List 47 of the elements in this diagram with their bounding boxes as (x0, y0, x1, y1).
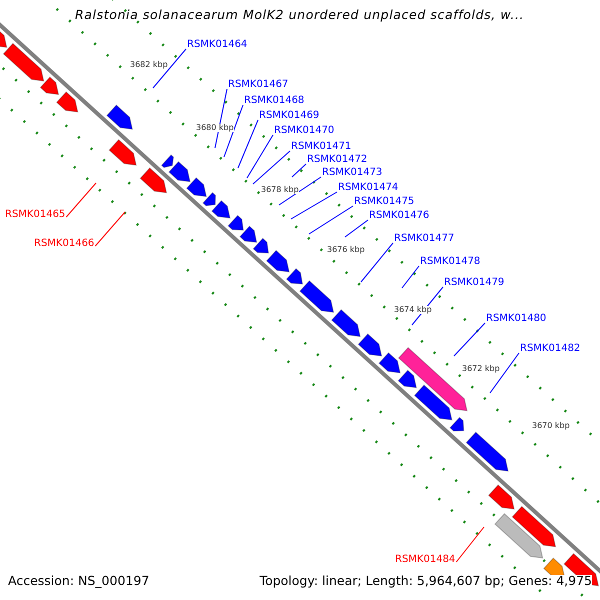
leader-line (224, 104, 244, 158)
leader-line (456, 526, 484, 562)
gene-label: RSMK01474 (338, 183, 398, 193)
gene-label: RSMK01475 (354, 197, 414, 207)
scale-label: 3672 kbp (462, 365, 500, 373)
leader-line (278, 176, 322, 206)
gene-label: RSMK01473 (322, 168, 382, 178)
gene-label: RSMK01476 (369, 211, 430, 221)
gene-label: RSMK01469 (259, 111, 320, 121)
leader-line (238, 120, 258, 168)
leader-line (360, 242, 394, 282)
gene-label: RSMK01465 (5, 210, 66, 220)
gene-label: RSMK01477 (394, 234, 454, 244)
leader-line (66, 182, 96, 218)
gene-label: RSMK01484 (395, 555, 456, 565)
leader-line (308, 206, 354, 234)
scale-label: 3670 kbp (532, 422, 570, 430)
leader-line (490, 352, 520, 394)
gene-label: RSMK01479 (444, 278, 504, 288)
leader-line (252, 150, 290, 184)
gene-label: RSMK01467 (228, 80, 288, 90)
gene-label: RSMK01480 (486, 314, 546, 324)
leader-line (290, 192, 338, 220)
scale-label: 3674 kbp (394, 306, 432, 314)
scale-label: 3680 kbp (196, 124, 234, 132)
leader-line (94, 212, 126, 246)
gene-label: RSMK01482 (520, 344, 580, 354)
scale-label: 3676 kbp (327, 246, 365, 254)
gene-label: RSMK01471 (291, 142, 352, 152)
leader-line (152, 48, 186, 88)
gene-label: RSMK01466 (34, 239, 94, 249)
leader-line (246, 134, 274, 178)
topology-text: Topology: linear; Length: 5,964,607 bp; Genes: 4,975 (260, 575, 592, 588)
leader-line (454, 322, 486, 356)
leader-line (402, 266, 420, 288)
accession-text: Accession: NS_000197 (8, 575, 150, 588)
gene-label: RSMK01464 (187, 40, 248, 50)
scale-label: 3682 kbp (130, 61, 168, 69)
leader-line (292, 164, 306, 178)
leader-line (214, 88, 228, 148)
leader-line (344, 220, 368, 238)
gene-label: RSMK01468 (244, 96, 304, 106)
gene-label: RSMK01478 (420, 257, 480, 267)
gene-label: RSMK01472 (307, 155, 368, 165)
gene-label: RSMK01470 (274, 126, 334, 136)
scale-label: 3678 kbp (261, 186, 299, 194)
title-text: Ralstonia solanacearum MolK2 unordered unplaced scaffolds, w... (75, 9, 524, 22)
